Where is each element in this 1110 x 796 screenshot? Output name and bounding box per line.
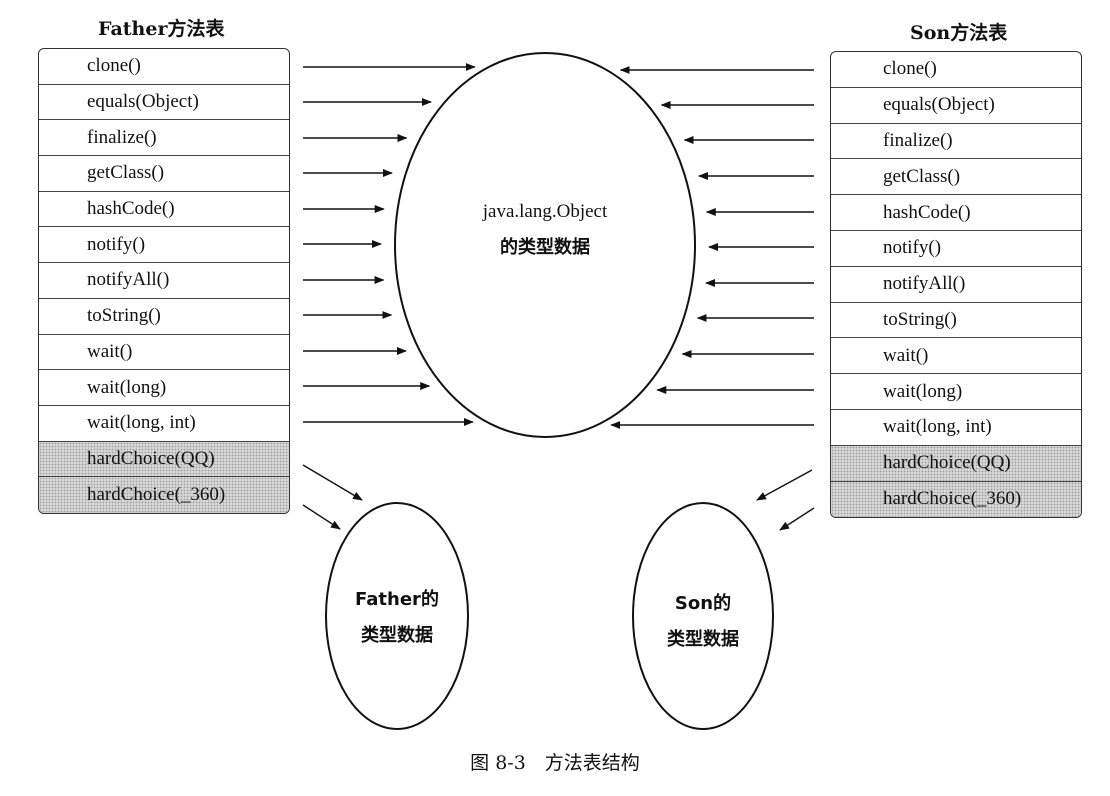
father-method-row: wait(long) [39, 370, 289, 406]
son-method-label: notify() [883, 237, 942, 259]
son-method-row: toString() [831, 303, 1081, 339]
father-method-label: hardChoice(QQ) [87, 447, 215, 469]
arrow-group [302, 63, 815, 531]
father-method-row: hardChoice(_360) [39, 477, 289, 513]
son-type-label-line1: Son的 [674, 593, 732, 614]
father-table-title: Father方法表 [98, 18, 225, 40]
son-method-row: getClass() [831, 159, 1081, 196]
son-method-label: hardChoice(_360) [883, 488, 1022, 510]
father-method-row: toString() [39, 299, 289, 335]
son-method-label: toString() [883, 308, 957, 330]
son-method-table: clone() equals(Object) finalize() getClass(… [830, 51, 1082, 519]
father-method-row: notify() [39, 227, 289, 264]
son-method-label: wait(long, int) [883, 416, 992, 438]
father-method-label: getClass() [87, 162, 165, 184]
son-method-row: notifyAll() [831, 267, 1081, 303]
father-method-row: clone() [39, 49, 289, 85]
son-method-label: equals(Object) [883, 94, 995, 116]
father-method-row: wait(long, int) [39, 406, 289, 442]
father-method-label: notifyAll() [87, 269, 170, 291]
father-method-label: wait(long) [87, 376, 167, 398]
son-method-label: finalize() [883, 129, 953, 151]
son-type-label-line2: 类型数据 [667, 629, 739, 650]
father-type-ellipse [325, 502, 469, 730]
son-method-row: clone() [831, 52, 1081, 88]
son-method-label: notifyAll() [883, 273, 966, 295]
son-method-row: hardChoice(_360) [831, 481, 1081, 518]
father-method-row: getClass() [39, 156, 289, 192]
son-method-row: hardChoice(QQ) [831, 445, 1081, 482]
object-type-label-line1: java.lang.Object [482, 201, 608, 222]
son-method-label: hashCode() [883, 201, 971, 223]
son-method-label: wait(long) [883, 380, 963, 402]
father-method-row: equals(Object) [39, 85, 289, 121]
father-method-label: finalize() [87, 126, 157, 148]
son-method-row: notify() [831, 231, 1081, 267]
father-method-row: finalize() [39, 120, 289, 157]
father-method-row: wait() [39, 335, 289, 371]
father-method-label: wait() [87, 340, 133, 362]
son-method-row: wait(long, int) [831, 410, 1081, 446]
son-to-son-type-arrow [756, 469, 813, 501]
father-method-label: wait(long, int) [87, 412, 196, 434]
son-method-label: getClass() [883, 165, 961, 187]
father-method-label: toString() [87, 305, 161, 327]
father-method-label: clone() [87, 55, 141, 77]
object-type-ellipse [394, 52, 696, 438]
son-method-row: hashCode() [831, 195, 1081, 231]
father-to-father-type-arrow [302, 504, 341, 530]
father-method-label: equals(Object) [87, 91, 199, 113]
father-type-label-line1: Father的 [355, 589, 439, 610]
father-method-label: hashCode() [87, 198, 175, 220]
son-method-row: equals(Object) [831, 88, 1081, 124]
father-method-row: notifyAll() [39, 263, 289, 299]
father-method-label: hardChoice(_360) [87, 484, 226, 506]
father-method-row: hardChoice(QQ) [39, 441, 289, 478]
object-type-label: java.lang.Object 的类型数据 [445, 194, 645, 266]
father-to-father-type-arrow [302, 464, 363, 501]
son-to-son-type-arrow [779, 507, 815, 531]
father-type-label-line2: 类型数据 [361, 625, 433, 646]
father-type-label: Father的 类型数据 [327, 582, 467, 654]
son-method-row: wait(long) [831, 374, 1081, 410]
son-type-label: Son的 类型数据 [638, 586, 768, 658]
son-type-ellipse [632, 502, 774, 730]
figure-caption: 图 8-3 方法表结构 [470, 752, 640, 774]
father-method-table: clone() equals(Object) finalize() getClass(… [38, 48, 290, 514]
son-table-title: Son方法表 [910, 22, 1008, 44]
son-method-row: finalize() [831, 124, 1081, 160]
son-method-label: wait() [883, 344, 929, 366]
object-type-label-line2: 的类型数据 [500, 237, 590, 258]
father-method-row: hashCode() [39, 192, 289, 228]
son-method-label: hardChoice(QQ) [883, 452, 1011, 474]
son-method-label: clone() [883, 58, 937, 80]
father-method-label: notify() [87, 233, 146, 255]
son-method-row: wait() [831, 338, 1081, 375]
